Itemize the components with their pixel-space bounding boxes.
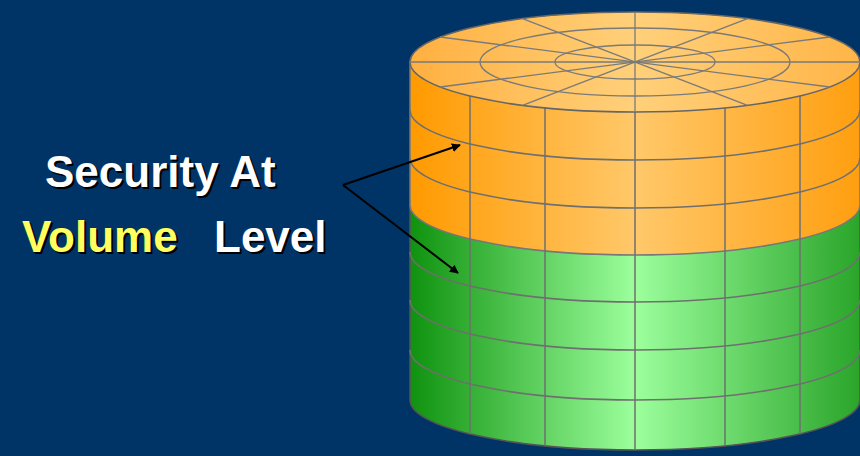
callout-text: Security At — [45, 147, 276, 197]
top-grid — [410, 12, 860, 112]
highlight-word: Volume — [22, 212, 178, 262]
callout-text: Level — [214, 212, 327, 262]
grid-lines — [410, 96, 860, 450]
leader-arrows — [343, 145, 460, 273]
leader-arrow — [343, 145, 460, 185]
cylinder — [410, 12, 860, 450]
cylinder-top — [410, 12, 860, 112]
leader-arrow — [343, 185, 458, 273]
